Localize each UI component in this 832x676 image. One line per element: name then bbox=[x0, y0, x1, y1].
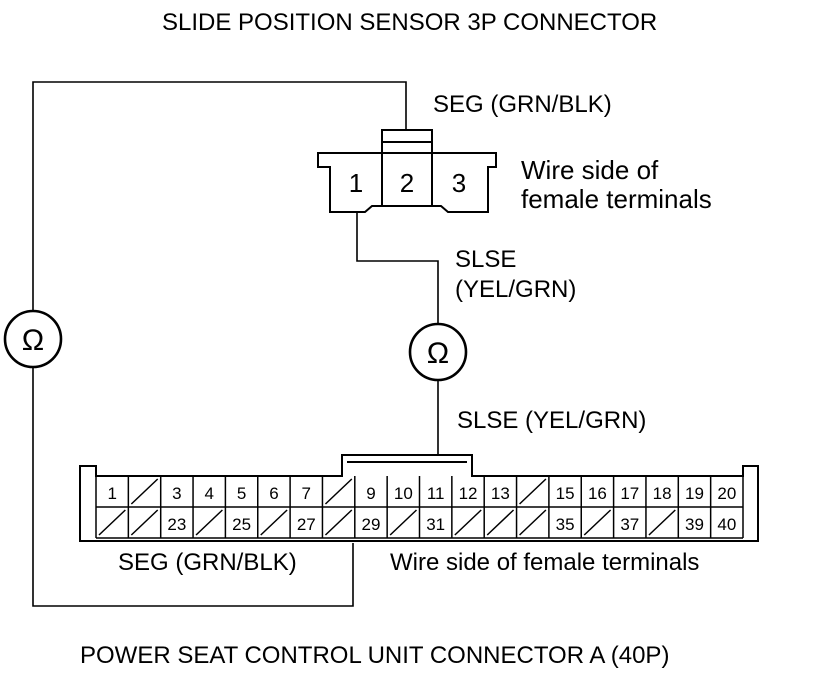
control-unit-connector-title: POWER SEAT CONTROL UNIT CONNECTOR A (40P… bbox=[80, 642, 669, 669]
pin-25-label: 25 bbox=[232, 515, 251, 534]
pin-37-label: 37 bbox=[620, 515, 639, 534]
sensor-connector-title: SLIDE POSITION SENSOR 3P CONNECTOR bbox=[162, 9, 657, 36]
sensor-terminal-3: 3 bbox=[452, 168, 466, 198]
sensor-connector-body bbox=[317, 152, 497, 213]
pin-9-label: 9 bbox=[366, 484, 375, 503]
center-ohmmeter: Ω bbox=[408, 322, 468, 382]
unused-cavity-mark bbox=[454, 509, 482, 536]
pin-40-label: 40 bbox=[717, 515, 736, 534]
sensor-terminal-1: 1 bbox=[349, 168, 363, 198]
unused-cavity-mark bbox=[260, 509, 288, 536]
pin-17-label: 17 bbox=[620, 484, 639, 503]
pin-13-label: 13 bbox=[491, 484, 510, 503]
unused-cavity-mark bbox=[130, 509, 159, 536]
left-ohm-glyph: Ω bbox=[22, 324, 44, 357]
pin-29-label: 29 bbox=[362, 515, 381, 534]
pin-10-label: 10 bbox=[394, 484, 413, 503]
pin-7-label: 7 bbox=[302, 484, 311, 503]
pin-15-label: 15 bbox=[556, 484, 575, 503]
pin-18-label: 18 bbox=[653, 484, 672, 503]
unused-cavity-mark bbox=[519, 478, 547, 505]
pin-12-label: 12 bbox=[459, 484, 478, 503]
seg-wire-label-bottom: SEG (GRN/BLK) bbox=[118, 549, 297, 576]
pin-27-label: 27 bbox=[297, 515, 316, 534]
unused-cavity-mark bbox=[389, 509, 418, 536]
pin-4-label: 4 bbox=[204, 484, 213, 503]
unused-cavity-mark bbox=[98, 509, 126, 536]
slse-wire-label-lower: SLSE (YEL/GRN) bbox=[457, 407, 646, 434]
pin-11-label: 11 bbox=[427, 484, 445, 503]
control-unit-wire-side-label: Wire side of female terminals bbox=[390, 549, 699, 576]
pin-31-label: 31 bbox=[426, 515, 445, 534]
left-ohmmeter: Ω bbox=[3, 309, 63, 369]
pin-3-label: 3 bbox=[172, 484, 181, 503]
pin-6-label: 6 bbox=[269, 484, 278, 503]
unused-cavity-mark bbox=[195, 509, 223, 536]
sensor-terminal-2: 2 bbox=[400, 168, 414, 198]
unused-cavity-mark bbox=[324, 478, 353, 505]
sensor-3p-connector bbox=[317, 129, 497, 213]
pin-5-label: 5 bbox=[237, 484, 246, 503]
pin-20-label: 20 bbox=[717, 484, 736, 503]
unused-cavity-mark bbox=[583, 509, 612, 536]
seg-wire-label-top: SEG (GRN/BLK) bbox=[433, 91, 612, 118]
pin-16-label: 16 bbox=[588, 484, 607, 503]
pin-35-label: 35 bbox=[556, 515, 575, 534]
slse-wire-label-line1: SLSE bbox=[455, 246, 516, 273]
pin-1-label: 1 bbox=[107, 484, 116, 503]
sensor-wire-side-label-line1: Wire side of bbox=[521, 155, 659, 185]
left-ohmmeter-symbol bbox=[3, 309, 63, 369]
unused-cavity-mark bbox=[519, 509, 547, 536]
center-ohm-glyph: Ω bbox=[427, 337, 449, 370]
pin-23-label: 23 bbox=[167, 515, 186, 534]
unused-cavity-mark bbox=[324, 509, 353, 536]
unused-cavity-mark bbox=[130, 478, 159, 505]
unused-cavity-mark bbox=[648, 509, 676, 536]
center-ohmmeter-symbol bbox=[408, 322, 468, 382]
sensor-wire-side-label-line2: female terminals bbox=[521, 184, 712, 214]
slse-wire-label-line2: (YEL/GRN) bbox=[455, 276, 576, 303]
pin-39-label: 39 bbox=[685, 515, 704, 534]
unused-cavity-mark bbox=[486, 509, 515, 536]
pin-19-label: 19 bbox=[685, 484, 704, 503]
